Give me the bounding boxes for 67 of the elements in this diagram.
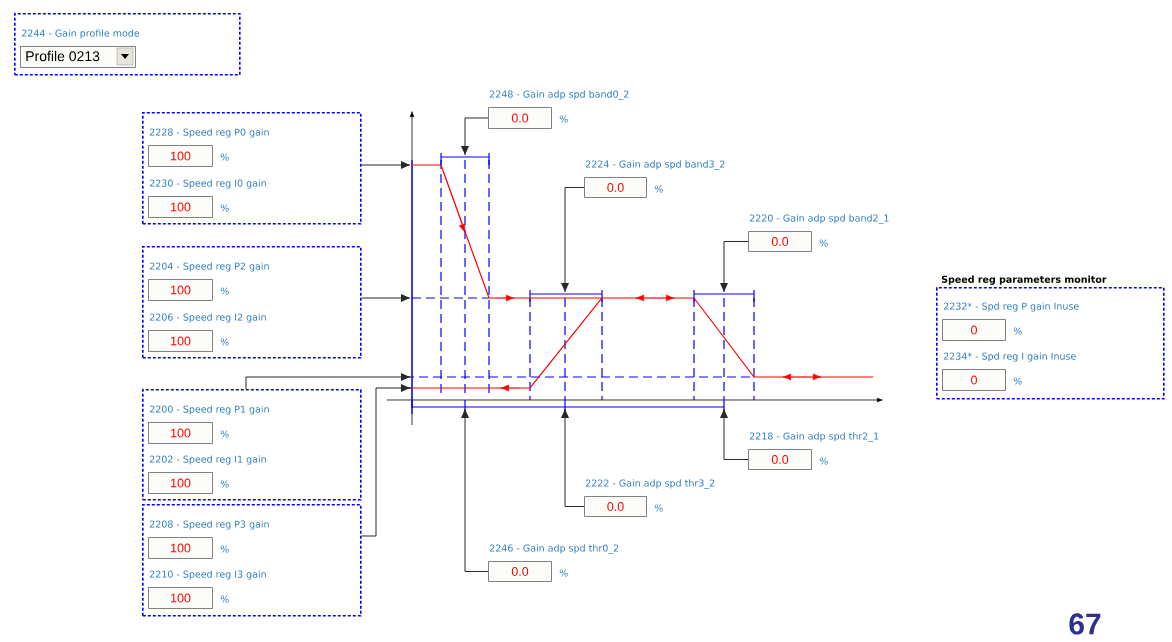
unit-label: % xyxy=(559,115,568,123)
page-number: 67 xyxy=(1069,613,1101,635)
field-label: 2228 - Speed reg P0 gain xyxy=(149,128,269,138)
unit-label: % xyxy=(220,595,229,603)
unit-label: % xyxy=(654,185,663,193)
leader-arrow xyxy=(361,384,411,537)
input-field: 100 xyxy=(148,145,213,167)
leader-arrow xyxy=(561,408,585,507)
input-field: 0 xyxy=(942,319,1006,341)
input-field: 0.0 xyxy=(584,177,647,198)
leader-arrow xyxy=(720,241,749,293)
leader-arrow xyxy=(720,408,749,460)
unit-label: % xyxy=(220,430,229,438)
unit-label: % xyxy=(654,504,663,512)
panel-heading: Speed reg parameters monitor xyxy=(941,275,1107,285)
field-label: 2218 - Gain adp spd thr2_1 xyxy=(749,432,879,442)
leader-arrow xyxy=(461,408,489,572)
unit-label: % xyxy=(220,545,229,553)
group-box xyxy=(142,112,362,225)
input-field: 0.0 xyxy=(748,231,812,252)
leader-arrow xyxy=(361,161,411,169)
field-label: 2222 - Gain adp spd thr3_2 xyxy=(585,479,715,489)
field-label: 2206 - Speed reg I2 gain xyxy=(149,313,266,323)
field-label: 2202 - Speed reg I1 gain xyxy=(149,455,266,465)
input-field: 100 xyxy=(148,330,213,352)
leader-arrow xyxy=(561,187,585,293)
field-label: 2224 - Gain adp spd band3_2 xyxy=(585,160,725,170)
field-label: 2230 - Speed reg I0 gain xyxy=(149,179,266,189)
unit-label: % xyxy=(220,153,229,161)
input-field: 100 xyxy=(148,537,213,559)
field-label: 2234* - Spd reg I gain Inuse xyxy=(943,352,1076,362)
leader-arrow xyxy=(461,117,489,156)
dropdown: Profile 0213 xyxy=(20,46,136,68)
input-field: 0 xyxy=(942,369,1006,391)
input-field: 100 xyxy=(148,196,213,218)
unit-label: % xyxy=(220,204,229,212)
group-box xyxy=(142,504,362,617)
leader-arrow xyxy=(361,294,411,302)
group-box xyxy=(142,246,362,359)
unit-label: % xyxy=(220,480,229,488)
field-label: 2220 - Gain adp spd band2_1 xyxy=(749,214,889,224)
unit-label: % xyxy=(819,457,828,465)
unit-label: % xyxy=(220,338,229,346)
input-field: 0.0 xyxy=(748,449,812,470)
input-field: 0.0 xyxy=(488,561,552,582)
field-label: 2200 - Speed reg P1 gain xyxy=(149,405,269,415)
input-field: 100 xyxy=(148,587,213,609)
field-label: 2208 - Speed reg P3 gain xyxy=(149,520,269,530)
unit-label: % xyxy=(1013,377,1022,385)
unit-label: % xyxy=(819,239,828,247)
input-field: 100 xyxy=(148,472,213,494)
field-label: 2204 - Speed reg P2 gain xyxy=(149,262,269,272)
field-label: 2248 - Gain adp spd band0_2 xyxy=(489,90,629,100)
unit-label: % xyxy=(220,287,229,295)
field-label: 2210 - Speed reg I3 gain xyxy=(149,570,266,580)
input-field: 100 xyxy=(148,279,213,301)
unit-label: % xyxy=(1013,327,1022,335)
field-label: 2244 - Gain profile mode xyxy=(21,29,140,39)
unit-label: % xyxy=(559,569,568,577)
leader-arrow xyxy=(245,373,411,390)
field-label: 2232* - Spd reg P gain Inuse xyxy=(943,302,1079,312)
input-field: 0.0 xyxy=(584,496,647,517)
field-label: 2246 - Gain adp spd thr0_2 xyxy=(489,544,619,554)
input-field: 0.0 xyxy=(488,107,552,129)
input-field: 100 xyxy=(148,422,213,444)
group-box xyxy=(142,389,362,501)
group-box xyxy=(14,13,241,76)
